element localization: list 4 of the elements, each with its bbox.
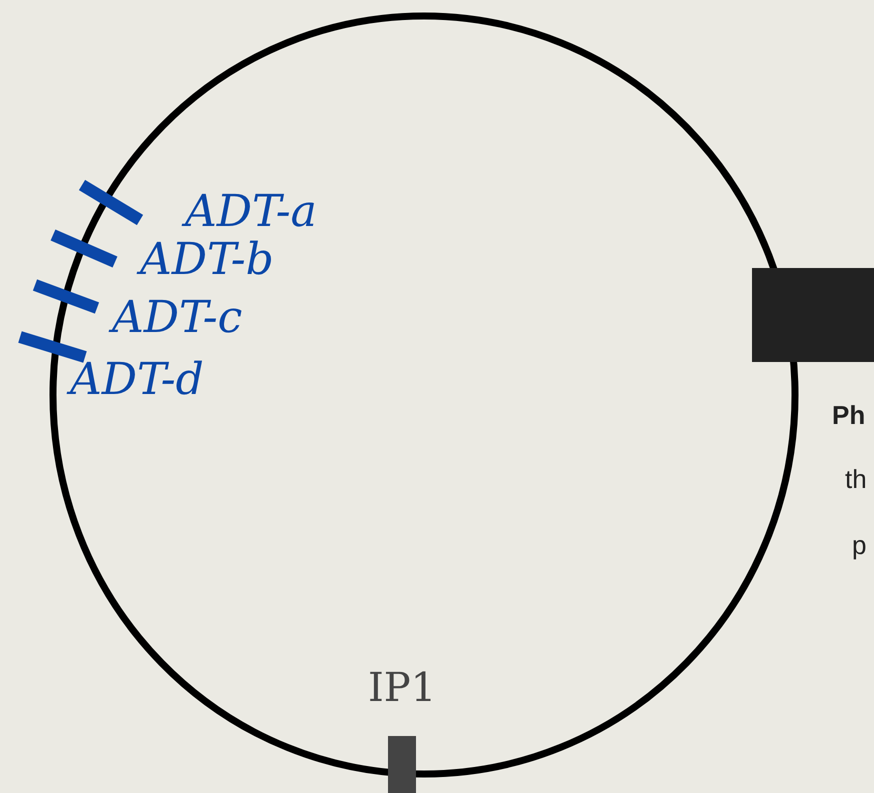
description-text: th: [845, 466, 867, 492]
interaction-point-label: IP1: [368, 668, 436, 708]
description-text: p: [852, 532, 866, 558]
description-text: Ph: [832, 402, 866, 428]
